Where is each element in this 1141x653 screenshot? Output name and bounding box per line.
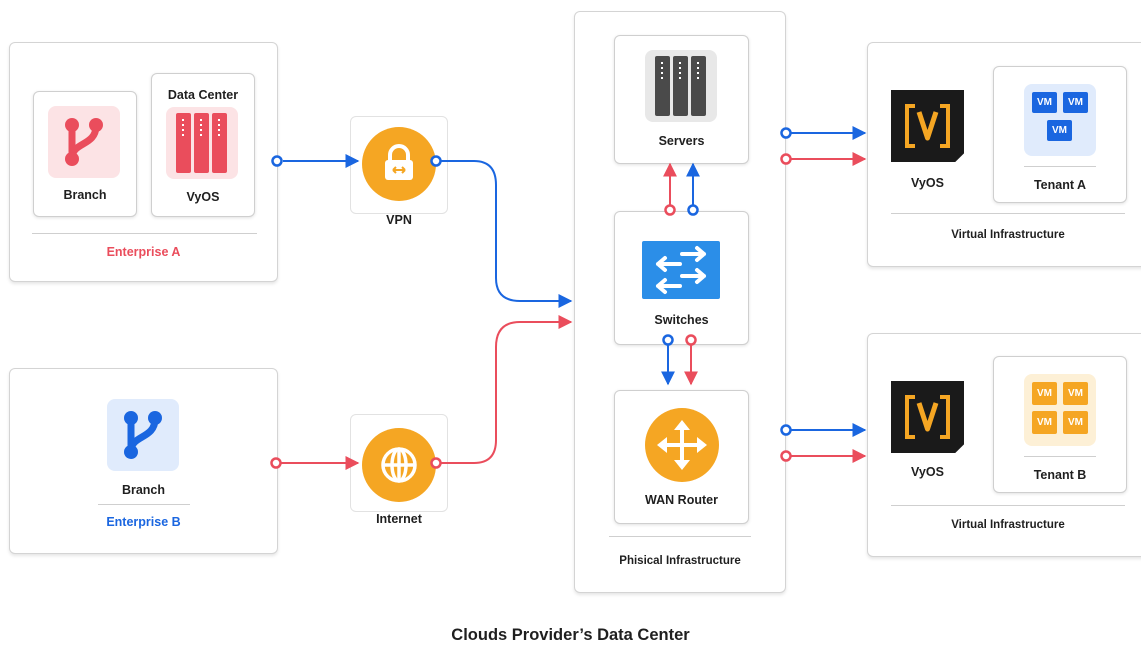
vm-grid-icon: VM VM VM VM [1024,374,1096,446]
globe-icon [381,447,417,483]
port [780,127,792,139]
vpn-to-physical-line [440,160,573,308]
port [780,153,792,165]
port [270,457,282,469]
servers-icon [645,50,717,122]
wan-router-label: WAN Router [645,493,718,507]
vpn-node[interactable]: VPN [350,116,448,227]
port [430,457,442,469]
port [780,424,792,436]
vm-chip: VM [1063,411,1088,434]
servers-label: Servers [658,134,705,148]
enterprise-b-branch-label: Branch [121,483,166,497]
port [430,155,442,167]
tenant-a-label: Tenant A [1033,178,1087,192]
enterprise-a-title: Enterprise A [106,245,181,259]
enterprise-a-panel: Branch Data Center VyOS Enterprise A [9,42,278,282]
server-rack-icon [166,107,238,179]
port [687,204,699,216]
vyos-logo-icon [891,381,964,453]
port [271,155,283,167]
physical-divider [609,536,751,537]
virtual-infrastructure-b-panel: VyOS VM VM VM VM Tenant B Virtual Infras… [867,333,1141,557]
virtual-a-title: Virtual Infrastructure [951,229,1065,241]
tenant-b-label: Tenant B [1033,468,1087,482]
vm-chip: VM [1032,411,1057,434]
virtual-infrastructure-a-panel: VyOS VM VM VM Tenant A Virtual Infrastru… [867,42,1141,267]
vpn-circle [362,127,436,201]
enterprise-a-datacenter-card[interactable]: Data Center VyOS [151,73,255,217]
physical-infrastructure-panel: Servers Switches [574,11,786,593]
vm-chip: VM [1063,382,1088,405]
enterprise-b-panel: Branch Enterprise B [9,368,278,554]
physical-title: Phisical Infrastructure [619,555,741,567]
enterprise-a-vyos-label: VyOS [186,190,220,204]
enterprise-b-title: Enterprise B [106,515,181,529]
servers-card[interactable]: Servers [614,35,749,164]
vm-chip: VM [1047,120,1072,141]
vm-chip: VM [1063,92,1088,113]
enterprise-b-divider [98,504,190,505]
port [780,450,792,462]
wan-router-card[interactable]: WAN Router [614,390,749,524]
lock-icon [385,144,413,180]
internet-to-physical-line [440,315,573,464]
vyos-b-label: VyOS [911,465,944,479]
port [664,204,676,216]
virtual-a-divider [891,213,1125,214]
branch-icon [107,399,179,471]
enterprise-a-divider [32,233,257,234]
vm-chip: VM [1032,92,1057,113]
switches-card[interactable]: Switches [614,211,749,345]
router-icon [645,408,719,482]
switches-label: Switches [654,313,709,327]
vpn-label: VPN [386,213,412,227]
vyos-logo-icon [891,90,964,162]
vm-chip: VM [1032,382,1057,405]
internet-label: Internet [376,512,422,526]
tenant-b-divider [1024,456,1096,457]
enterprise-a-branch-card[interactable]: Branch [33,91,137,217]
virtual-b-title: Virtual Infrastructure [951,519,1065,531]
port [662,334,674,346]
internet-circle [362,428,436,502]
datacenter-heading: Data Center [167,88,239,102]
vyos-a-label: VyOS [911,176,944,190]
tenant-a-card[interactable]: VM VM VM Tenant A [993,66,1127,203]
enterprise-a-branch-label: Branch [63,188,107,202]
tenant-b-card[interactable]: VM VM VM VM Tenant B [993,356,1127,493]
vm-grid-icon: VM VM VM [1024,84,1096,156]
branch-icon [48,106,120,178]
tenant-a-divider [1024,166,1096,167]
switch-arrows-icon [642,241,720,299]
port [685,334,697,346]
diagram-title: Clouds Provider’s Data Center [451,626,690,644]
virtual-b-divider [891,505,1125,506]
